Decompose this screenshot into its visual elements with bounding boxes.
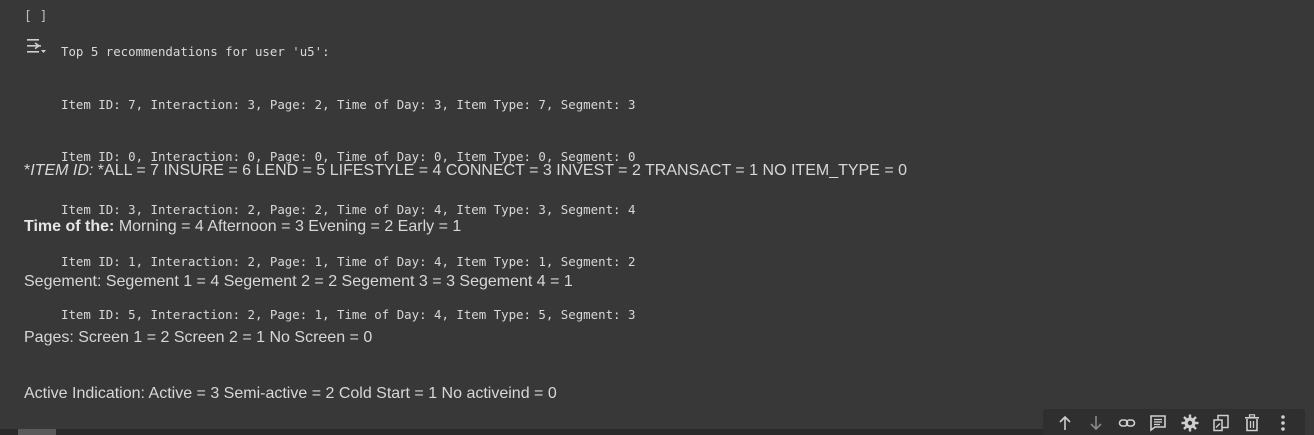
horizontal-scrollbar[interactable] (0, 429, 1043, 435)
output-line: Item ID: 1, Interaction: 2, Page: 1, Tim… (61, 254, 636, 269)
output-line: Item ID: 3, Interaction: 2, Page: 2, Tim… (61, 201, 636, 217)
cell-output: Top 5 recommendations for user 'u5': Ite… (61, 8, 635, 358)
segment-legend: Segement: Segement 1 = 4 Segement 2 = 2 … (24, 273, 573, 290)
scrollbar-thumb[interactable] (18, 429, 56, 435)
move-cell-up-button[interactable] (1054, 412, 1076, 434)
item-id-legend: *ITEM ID: *ALL = 7 INSURE = 6 LEND = 5 L… (24, 162, 907, 180)
pages-legend: Pages: Screen 1 = 2 Screen 2 = 1 No Scre… (24, 329, 373, 346)
copy-link-button[interactable] (1116, 412, 1138, 434)
gear-icon (1181, 414, 1199, 432)
arrow-up-icon (1059, 415, 1071, 430)
comment-icon (1150, 415, 1167, 432)
run-cell-button[interactable]: [ ] (24, 9, 48, 24)
output-line: Item ID: 5, Interaction: 2, Page: 1, Tim… (61, 306, 636, 322)
output-line: Item ID: 7, Interaction: 3, Page: 2, Tim… (61, 96, 636, 112)
add-comment-button[interactable] (1147, 412, 1169, 434)
item-id-label: ITEM ID: (30, 162, 98, 179)
time-of-day-legend: Time of the: Morning = 4 Afternoon = 3 E… (24, 218, 461, 236)
more-actions-button[interactable] (1272, 412, 1294, 434)
item-id-values: *ALL = 7 INSURE = 6 LEND = 5 LIFESTYLE =… (97, 162, 908, 179)
arrow-down-icon (1090, 416, 1102, 431)
output-actions-svg (27, 39, 46, 53)
trash-icon (1245, 414, 1260, 432)
output-actions-icon[interactable] (25, 37, 47, 55)
cell-settings-button[interactable] (1179, 412, 1201, 434)
output-line: Top 5 recommendations for user 'u5': (61, 44, 330, 59)
time-of-day-values: Morning = 4 Afternoon = 3 Evening = 2 Ea… (114, 218, 462, 235)
active-indication-legend: Active Indication: Active = 3 Semi-activ… (24, 385, 557, 402)
cell-toolbar (1043, 409, 1305, 435)
link-icon (1118, 419, 1136, 427)
mirror-cell-icon (1213, 414, 1229, 432)
time-of-day-label: Time of the: (24, 218, 115, 235)
mirror-cell-button[interactable] (1210, 412, 1232, 434)
more-vert-icon (1281, 415, 1286, 431)
move-cell-down-button[interactable] (1085, 412, 1107, 434)
item-id-prefix: * (24, 162, 31, 179)
output-line: Item ID: 0, Interaction: 0, Page: 0, Tim… (61, 149, 636, 164)
delete-cell-button[interactable] (1241, 412, 1263, 434)
